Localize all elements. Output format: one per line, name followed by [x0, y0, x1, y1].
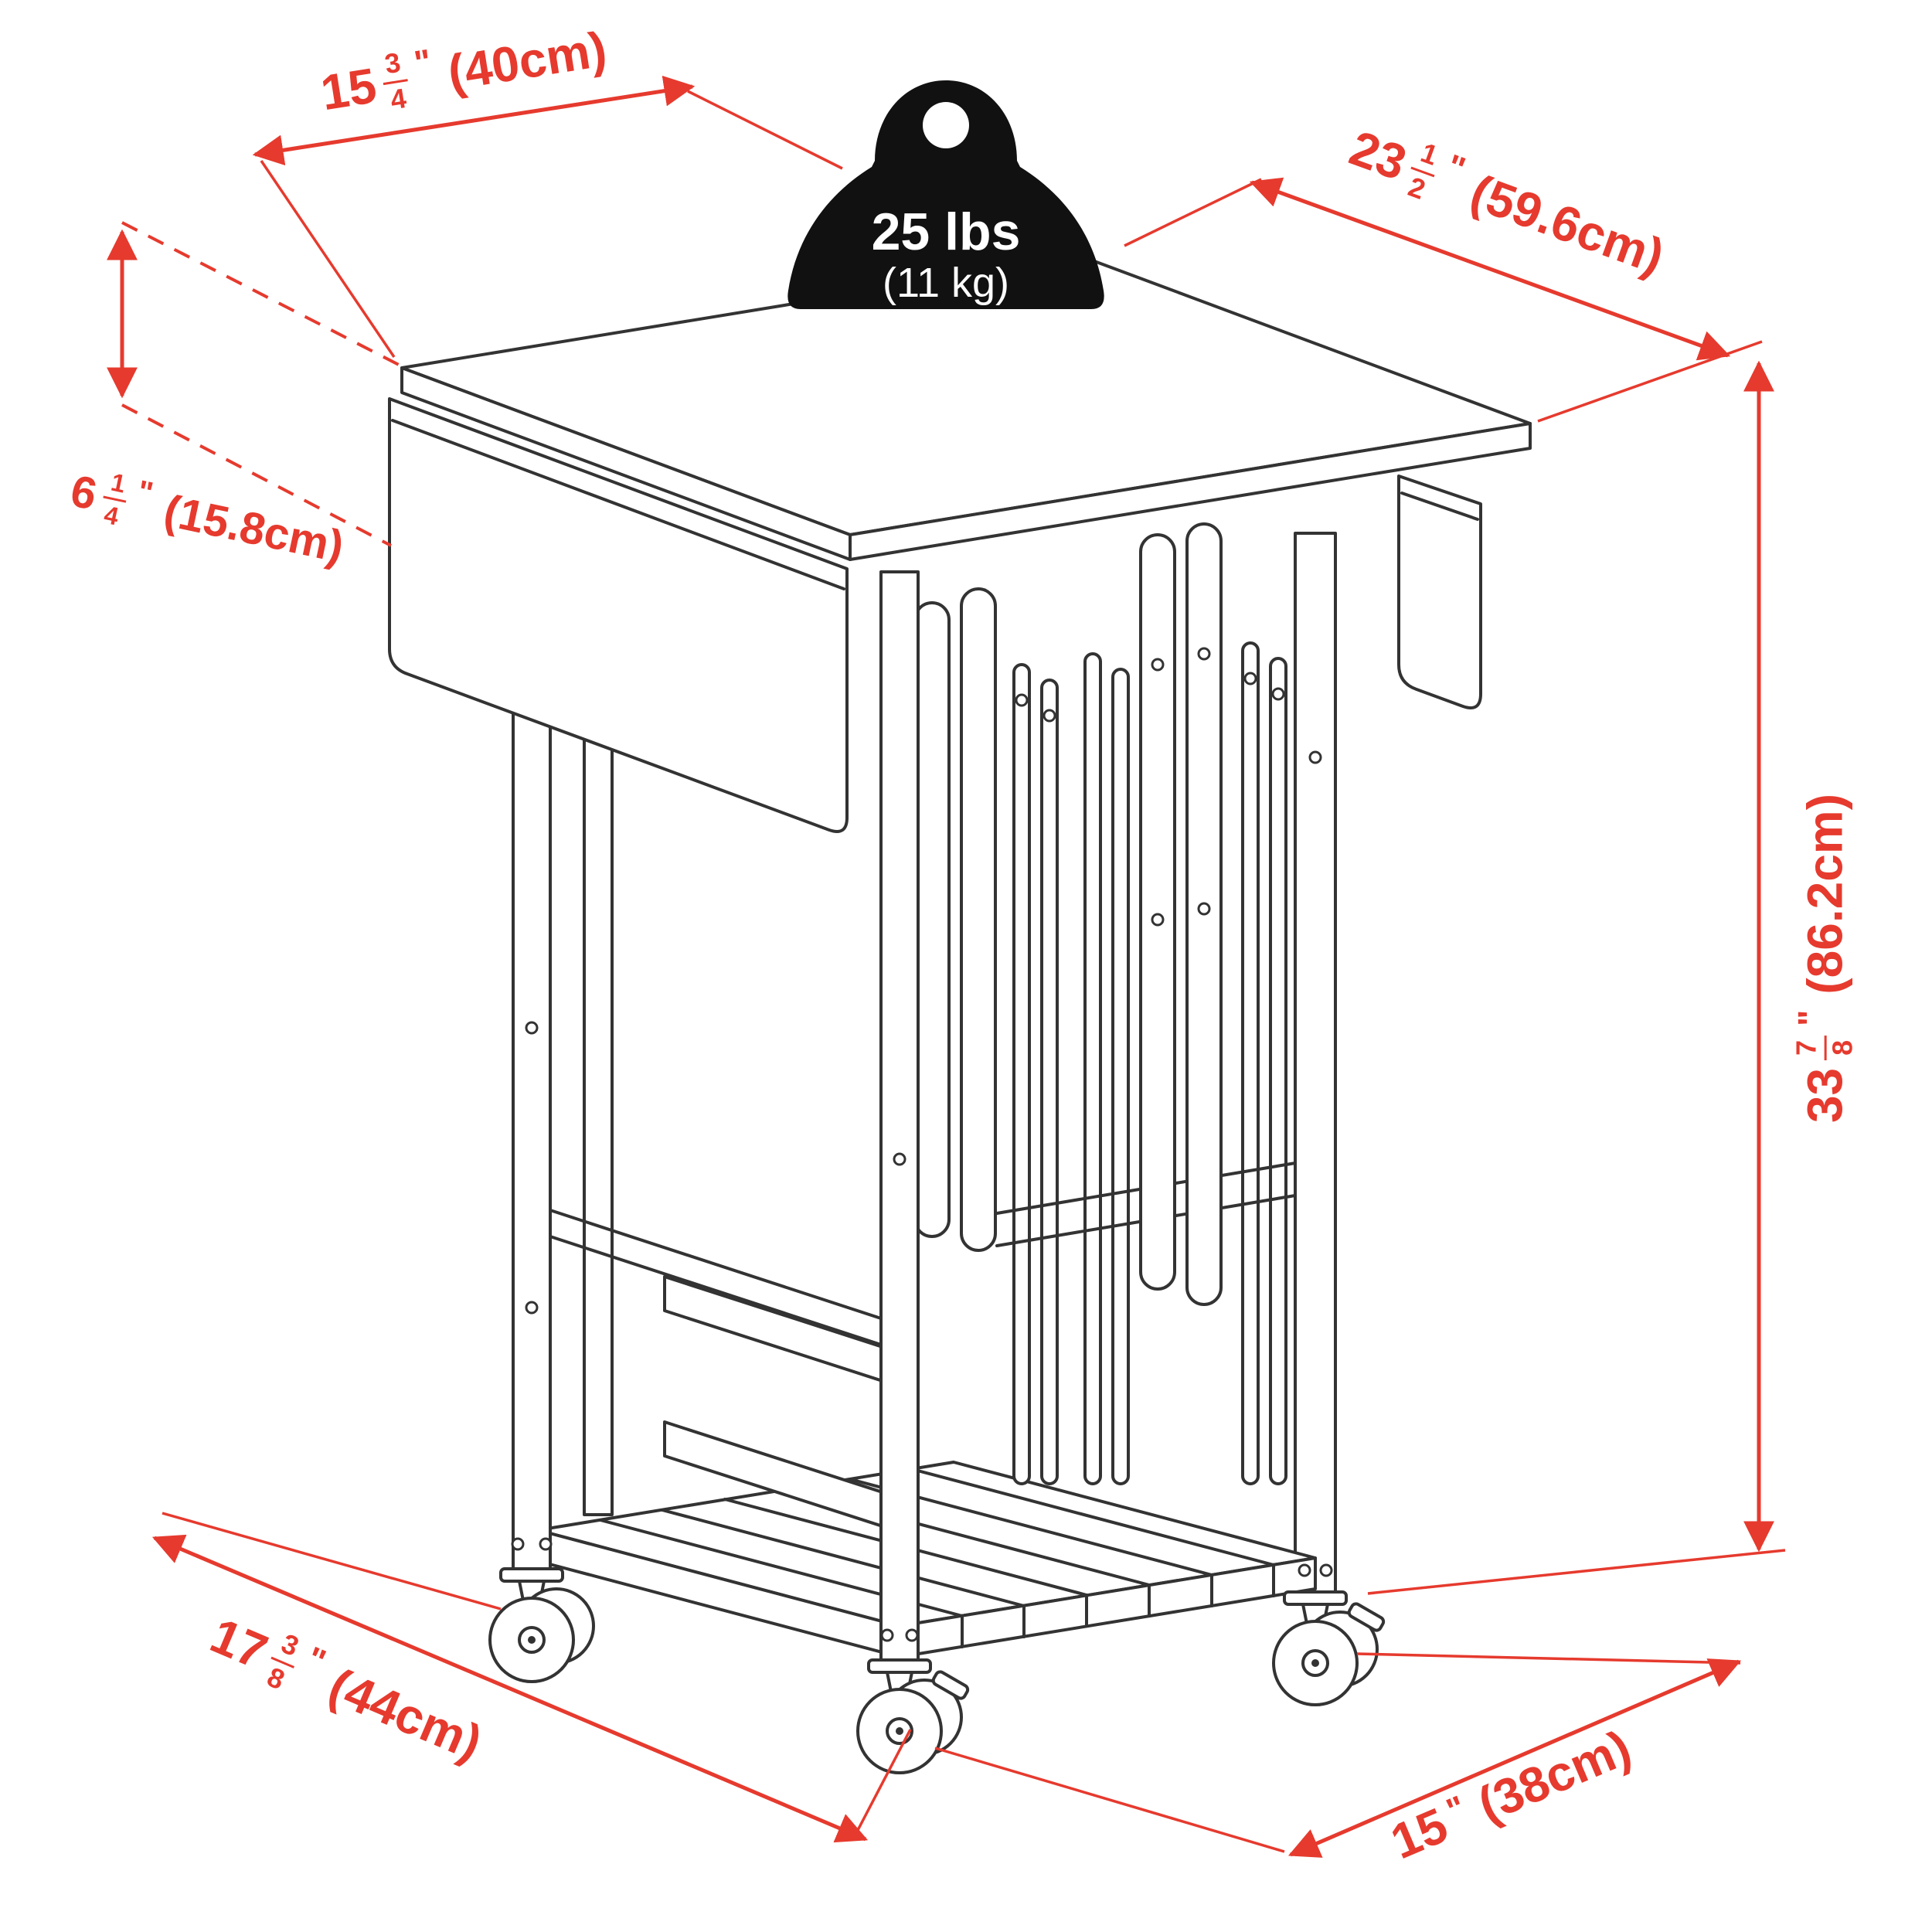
bottom-shelf [536, 1461, 1317, 1658]
left-rail [549, 1235, 883, 1346]
rear-left-leg [583, 679, 614, 1516]
left-rail [549, 1209, 883, 1320]
inch-mark: " [1791, 1009, 1830, 1026]
inch-mark: " [134, 473, 157, 512]
dim-fraction: 1 4 [97, 468, 133, 531]
stored-tray-legs [1012, 641, 1287, 1485]
caster-right [1272, 1590, 1386, 1706]
stored-tray-panels [913, 522, 1223, 1306]
weight-handle-hole [923, 102, 969, 148]
dim-base-width-line [1287, 1658, 1742, 1858]
dim-top-depth-line [1249, 177, 1731, 361]
cart-line-drawing [388, 255, 1532, 1774]
inch-mark: " [1440, 1787, 1471, 1831]
dim-whole: 33 [1798, 1067, 1853, 1124]
dim-metric: (86.2cm) [1798, 793, 1853, 995]
front-left-leg [512, 655, 552, 1570]
weight-lbs-label: 25 lbs [871, 202, 1021, 261]
leaf-projection-dash [121, 403, 392, 547]
inch-mark: " [411, 42, 434, 83]
caster-front [856, 1658, 970, 1774]
cross-bar [663, 1275, 906, 1389]
right-drop-leaf [1397, 474, 1482, 709]
dimension-lines [107, 75, 1786, 1858]
dim-base-depth-line [151, 1534, 869, 1843]
leaf-projection-dash [121, 221, 400, 366]
dim-fraction: 7 8 [1791, 1035, 1859, 1060]
dim-top-width-line [252, 75, 696, 166]
left-drop-leaf [388, 397, 849, 833]
caster-left [488, 1567, 595, 1683]
screw-details [511, 647, 1333, 1642]
dim-fraction: 3 4 [378, 47, 413, 115]
inch-mark: " [301, 1639, 332, 1682]
weight-icon [787, 80, 1104, 309]
tabletop [400, 255, 1532, 561]
dim-whole: 15 [317, 57, 380, 121]
weight-kg-label: (11 kg) [882, 260, 1010, 306]
inch-mark: " [1441, 147, 1471, 189]
front-center-leg [879, 570, 920, 1662]
dim-height-label: 33 7 8 " (86.2cm) [1791, 793, 1859, 1124]
right-leg [1294, 532, 1337, 1595]
